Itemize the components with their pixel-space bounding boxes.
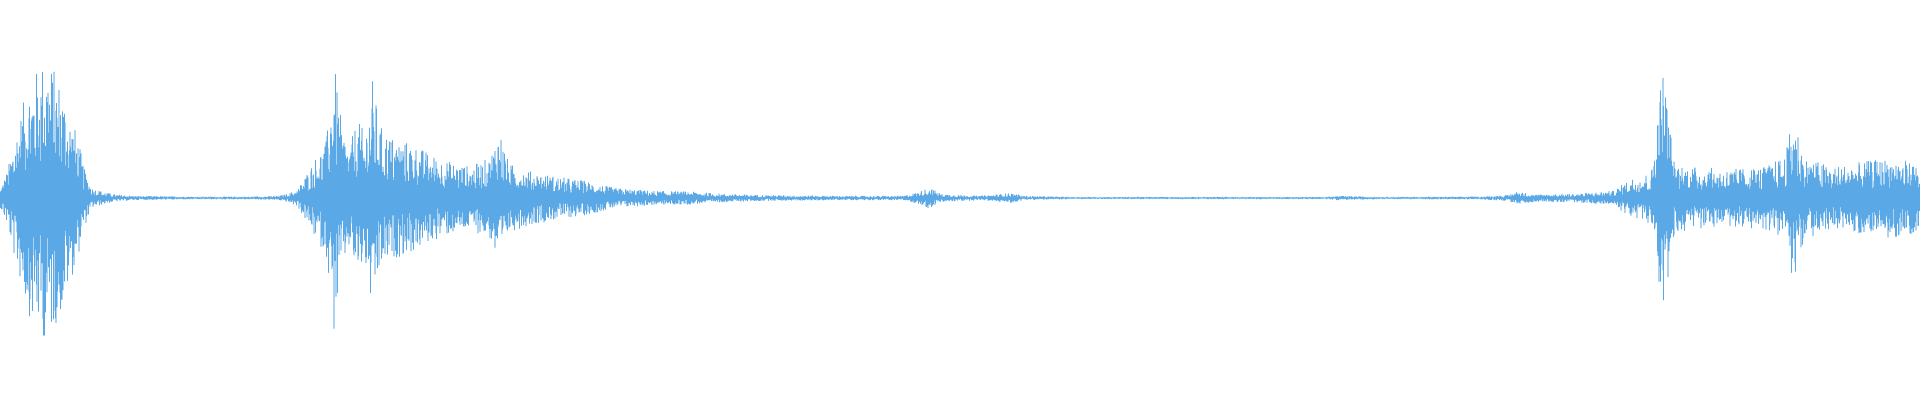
audio-waveform-view [0,71,1920,336]
audio-waveform [0,71,1920,336]
